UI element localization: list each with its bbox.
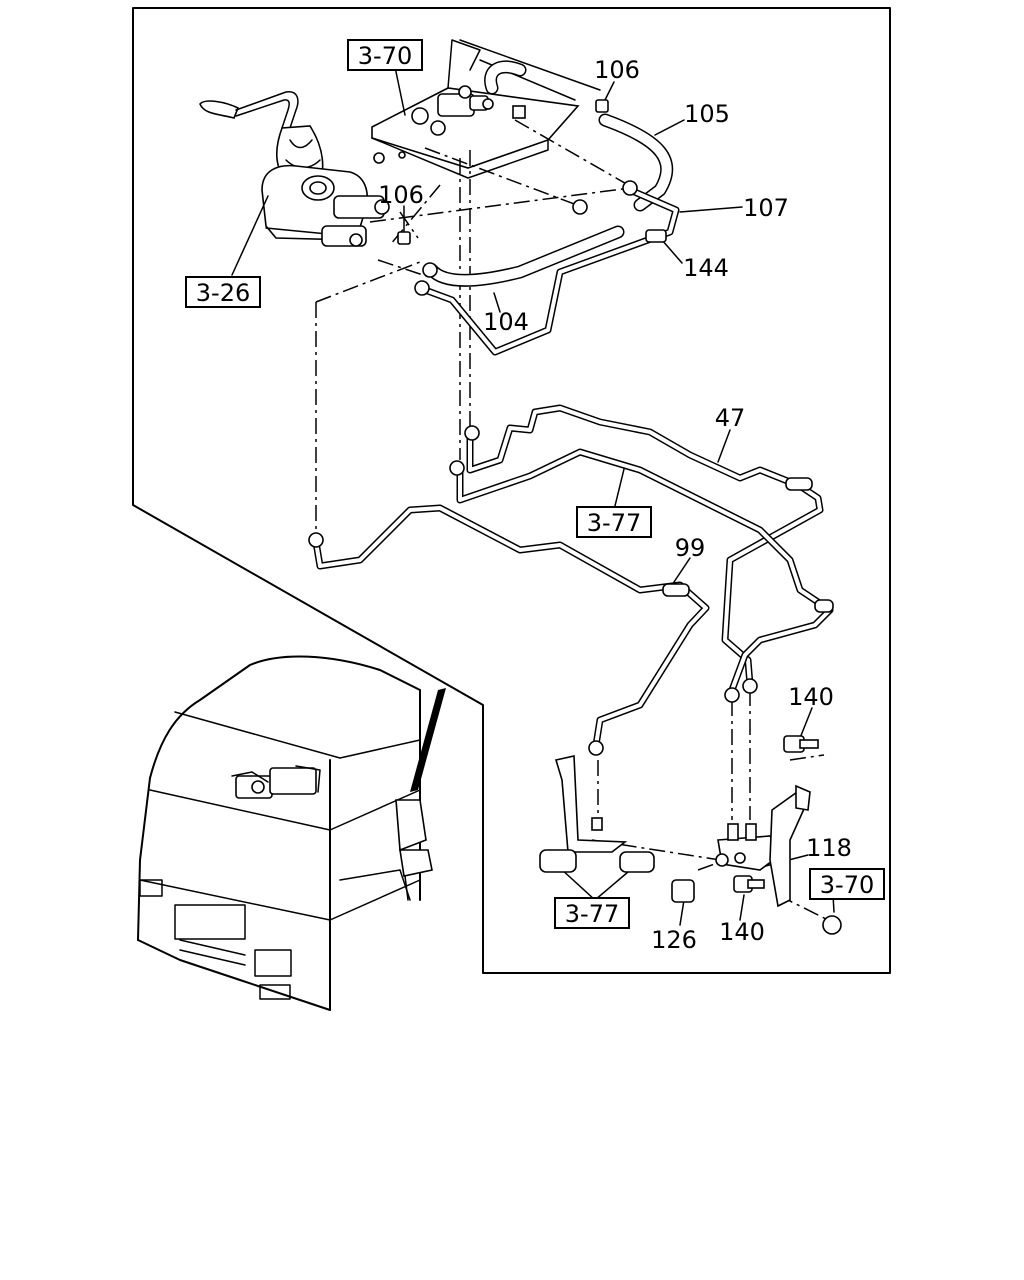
- ref-box-3-70-bottom: [809, 868, 885, 900]
- truck-cab-illustration: [137, 655, 446, 1011]
- part-label-99: 99: [675, 534, 706, 562]
- ref-label-3-77-bottom: 3-77: [565, 900, 619, 928]
- fittings: [308, 99, 834, 756]
- ref-box-3-70-top: [347, 39, 423, 71]
- part-label-47: 47: [715, 404, 746, 432]
- part-label-126: 126: [651, 926, 697, 954]
- ref-label-3-26: 3-26: [196, 279, 250, 307]
- diagram-frame: [132, 7, 891, 974]
- part-label-105: 105: [684, 100, 730, 128]
- ref-label-3-70-bottom: 3-70: [820, 871, 874, 899]
- part-label-107: 107: [743, 194, 789, 222]
- part-label-140-top: 140: [788, 683, 834, 711]
- part-label-140-bottom: 140: [719, 918, 765, 946]
- brake-pipes: [312, 113, 834, 749]
- ref-box-3-77-bottom: [554, 897, 630, 929]
- ref-box-3-77-mid: [576, 506, 652, 538]
- part-number-labels: 106 105 106 107 144 104 47 99 140 118 12…: [378, 56, 852, 954]
- part-label-104: 104: [483, 308, 529, 336]
- part-label-106-left: 106: [378, 181, 424, 209]
- part-label-118: 118: [806, 834, 852, 862]
- shift-lever-assembly: [199, 91, 390, 247]
- relay-valve-assembly: [539, 735, 842, 935]
- ref-box-3-26: [185, 276, 261, 308]
- part-label-144: 144: [683, 254, 729, 282]
- reference-boxes: 3-70 3-26 3-77 3-77 3-70: [185, 39, 885, 929]
- pedal-bracket-assembly: [371, 39, 601, 179]
- part-label-106-top: 106: [594, 56, 640, 84]
- ref-label-3-77-mid: 3-77: [587, 509, 641, 537]
- ref-label-3-70-top: 3-70: [358, 42, 412, 70]
